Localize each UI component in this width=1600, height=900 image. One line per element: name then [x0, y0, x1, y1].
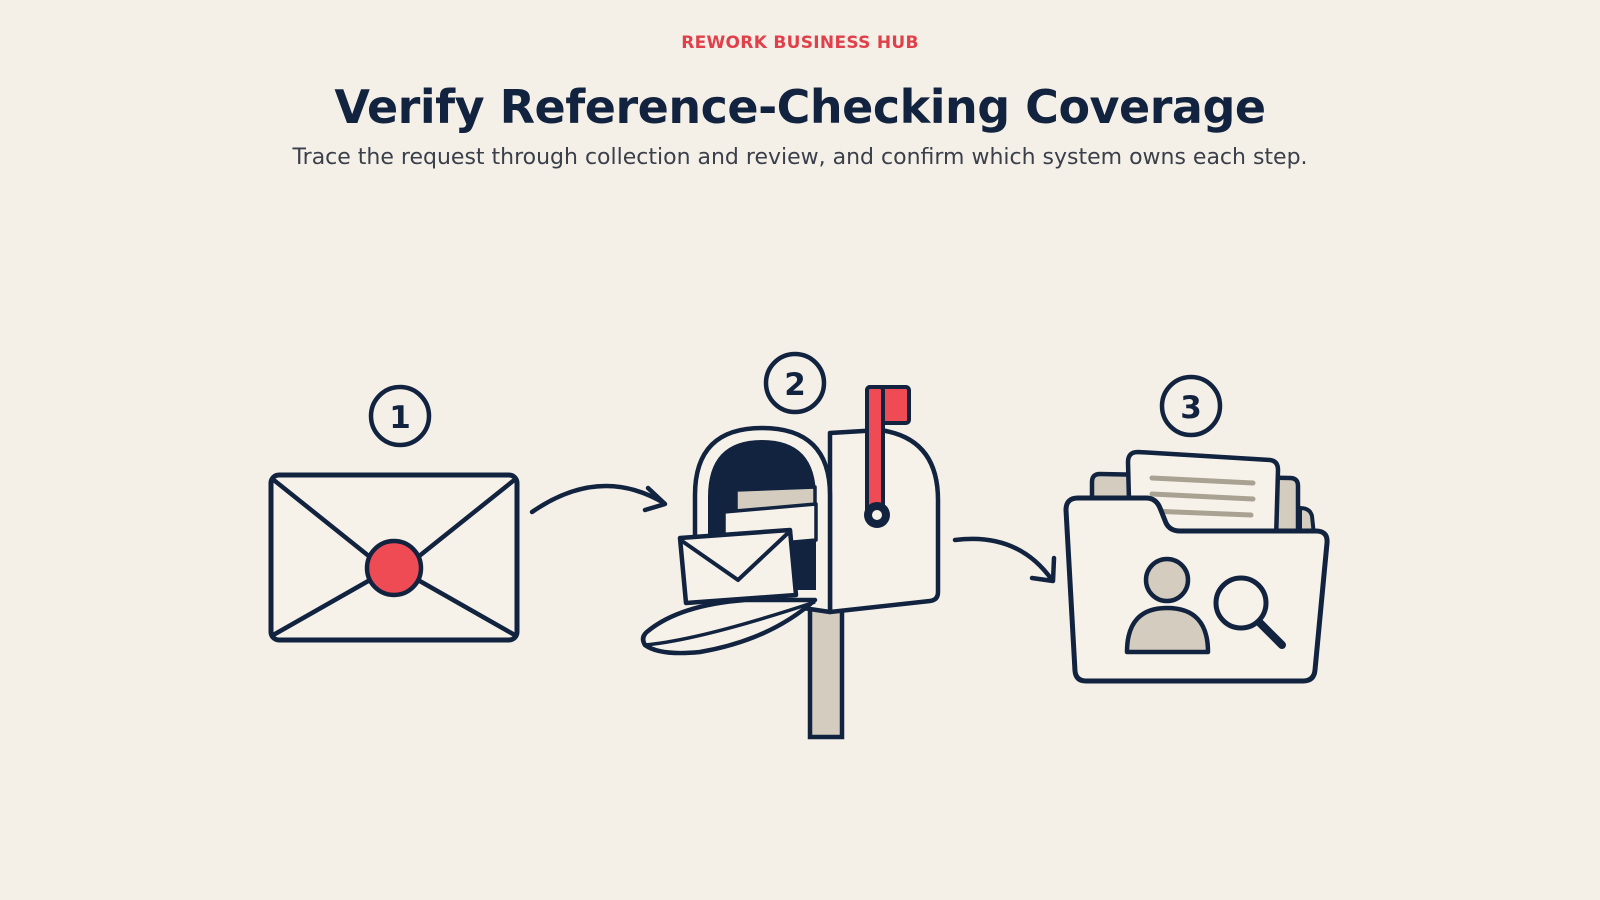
mailbox-icon [640, 385, 941, 740]
step-1: 1 [268, 384, 520, 643]
page-title: Verify Reference-Checking Coverage [334, 80, 1266, 134]
step-1-number: 1 [389, 400, 411, 436]
step-2-badge: 2 [763, 351, 827, 415]
step-3-number: 3 [1180, 390, 1202, 426]
reference-folder-icon [1063, 449, 1330, 684]
magnifier-icon [1213, 575, 1286, 649]
sealed-envelope-icon [268, 472, 520, 643]
flow-arrow-1 [529, 483, 668, 515]
step-3-badge: 3 [1159, 374, 1223, 438]
step-3: 3 [1063, 374, 1330, 684]
step-1-badge: 1 [368, 384, 432, 448]
page-subtitle: Trace the request through collection and… [292, 145, 1308, 170]
step-2: 2 [640, 351, 941, 740]
person-icon [1124, 556, 1211, 655]
step-2-number: 2 [784, 367, 806, 403]
brand-eyebrow: REWORK BUSINESS HUB [681, 33, 919, 53]
flow-arrow-2 [952, 536, 1057, 584]
